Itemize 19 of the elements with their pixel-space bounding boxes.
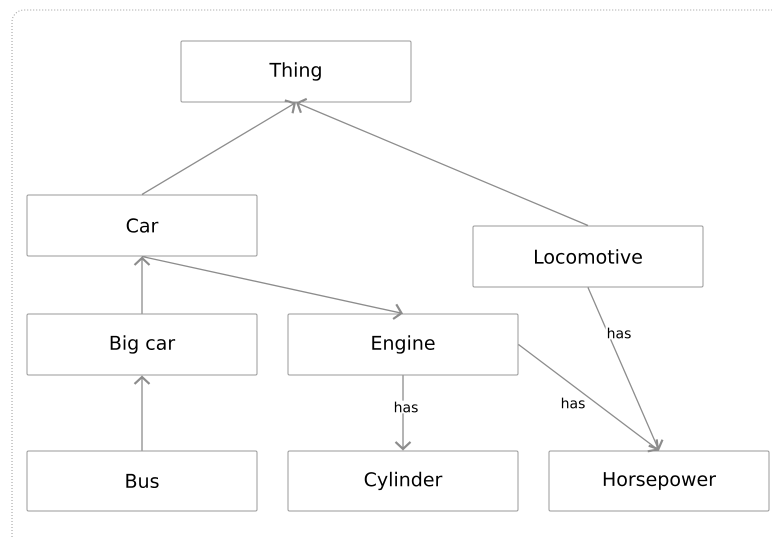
arrow	[134, 256, 150, 314]
arrow	[587, 287, 664, 450]
arrow	[142, 256, 403, 320]
arrow	[134, 375, 150, 450]
class-box: Horsepower	[548, 450, 770, 512]
class-box: Cylinder	[288, 450, 518, 512]
class-box: Car	[26, 194, 258, 256]
class-box: Thing	[180, 40, 412, 102]
arrow	[518, 344, 659, 452]
arrow	[296, 98, 588, 226]
arrow	[142, 99, 296, 196]
class-box: Engine	[288, 313, 518, 376]
edge-label: has	[560, 396, 586, 410]
class-box: Big car	[26, 313, 258, 376]
edge-label: has	[606, 326, 632, 340]
arrow	[394, 375, 412, 450]
class-box: Bus	[26, 450, 258, 512]
edge-label: has	[392, 400, 420, 414]
class-box: Locomotive	[472, 226, 704, 288]
